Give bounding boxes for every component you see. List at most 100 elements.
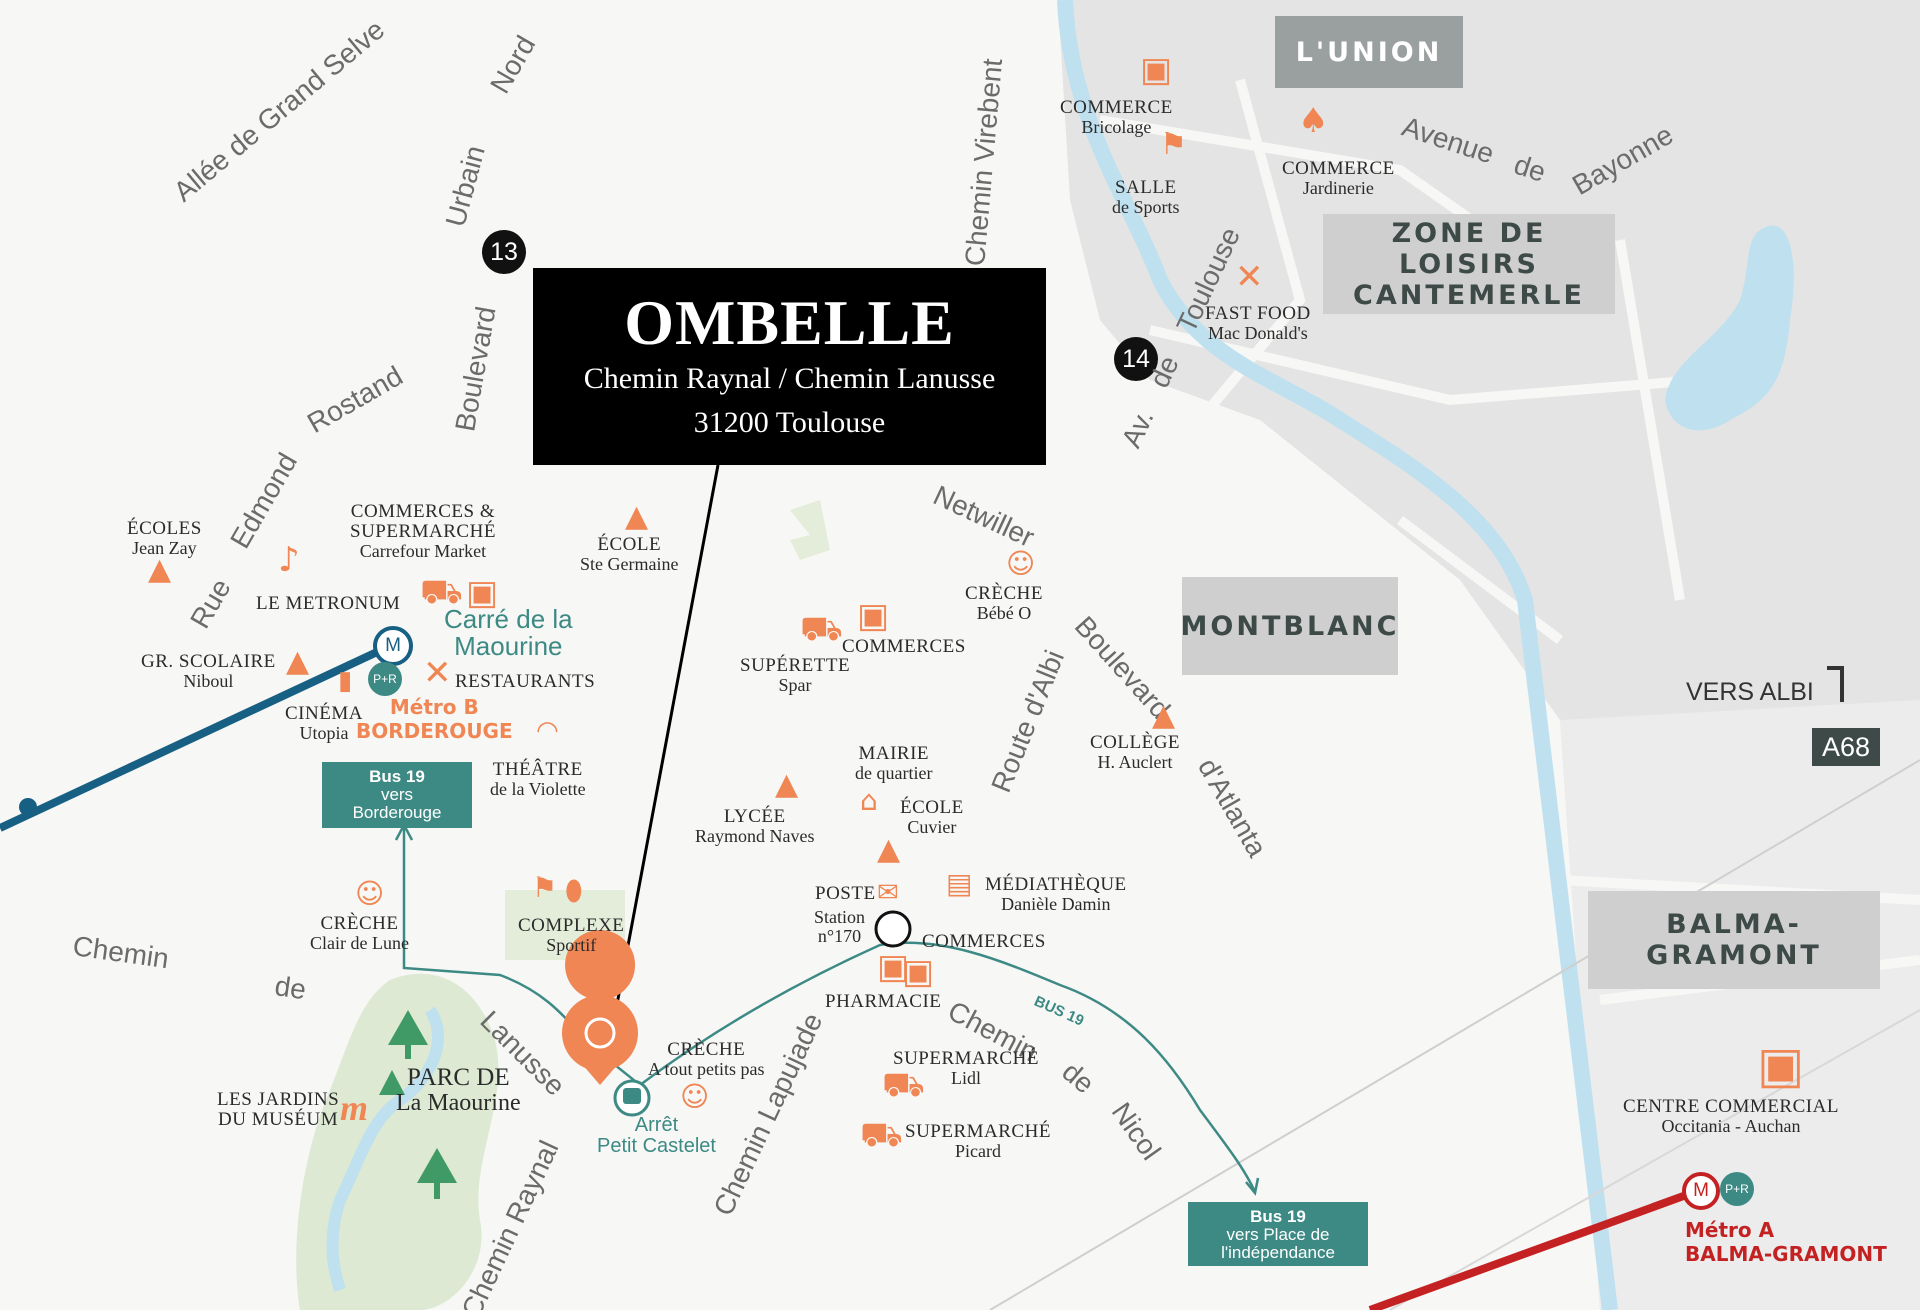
- cart-icon: ⛟: [420, 572, 463, 612]
- a68-badge: A68: [1812, 728, 1880, 766]
- poi-commerces-low: COMMERCES: [922, 931, 1046, 952]
- pointer-line: [613, 464, 720, 1016]
- shopping-bag-icon: ▣: [1140, 50, 1173, 90]
- river: [1057, 0, 1618, 1310]
- restaurant-icon: ✕: [423, 653, 452, 693]
- rugby-ball-icon: ⬮: [565, 874, 583, 907]
- urban-zone-bottom: [1560, 700, 1920, 1310]
- zone-balma-gramont: BALMA-GRAMONT: [1588, 891, 1880, 989]
- school-icon: ▲: [877, 832, 901, 867]
- cart-icon: ⛟: [882, 1065, 925, 1105]
- zone-balma-gramont-label: BALMA-GRAMONT: [1646, 909, 1822, 971]
- restaurant-icon: ✕: [1235, 257, 1264, 297]
- town-hall-icon: ⌂: [860, 784, 878, 817]
- road-number-14: 14: [1114, 337, 1158, 381]
- school-icon: ▲: [148, 552, 172, 587]
- park-ride-badge-b: P+R: [368, 662, 402, 696]
- zone-montblanc: MONTBLANC: [1180, 577, 1400, 675]
- zone-cantemerle-label-2: CANTEMERLE: [1353, 279, 1585, 311]
- zone-lunion: L'UNION: [1275, 16, 1463, 88]
- shopping-bag-icon: ▣: [466, 573, 499, 613]
- lake: [1665, 225, 1794, 431]
- child-icon: ☺: [680, 1080, 710, 1113]
- poi-poste: POSTE: [815, 883, 876, 904]
- school-icon: ▲: [1152, 698, 1176, 733]
- vers-albi-label: VERS ALBI: [1686, 678, 1814, 706]
- cart-icon: ⛟: [800, 609, 843, 649]
- park: [296, 973, 499, 1310]
- metro-b-badge: M: [373, 626, 413, 666]
- poi-restaurants: RESTAURANTS: [455, 671, 596, 692]
- poi-pharmacie: PHARMACIE: [825, 991, 942, 1012]
- street-de-left: de: [272, 970, 309, 1006]
- tree-icon: ♠: [1298, 101, 1329, 141]
- metro-b-line: [0, 641, 394, 832]
- child-icon: ☺: [1006, 547, 1036, 580]
- cinema-icon: ▮: [338, 666, 353, 696]
- museum-logo-icon: m: [340, 1088, 369, 1128]
- music-icon: ♪: [278, 540, 300, 580]
- school-icon: ▲: [625, 499, 649, 534]
- ombelle-name: OMBELLE: [624, 287, 955, 358]
- sports-icon: ⚑: [1160, 127, 1187, 162]
- ombelle-marker: [565, 930, 636, 1000]
- sports-icon: ⚑: [532, 871, 558, 904]
- book-icon: ▤: [946, 867, 973, 900]
- school-icon: ▲: [286, 644, 310, 679]
- vers-albi-arrow-icon: [1827, 666, 1844, 702]
- railway: [989, 759, 1920, 1310]
- metro-a-line: [1368, 1186, 1702, 1310]
- poi-le-metronum: LE METRONUM: [256, 593, 401, 614]
- tree-icons: [379, 1010, 457, 1199]
- ombelle-title-box: OMBELLE Chemin Raynal / Chemin Lanusse 3…: [533, 268, 1046, 465]
- mail-icon: ✉: [877, 878, 899, 908]
- road-number-13: 13: [482, 230, 526, 274]
- shopping-bag-icon: ▣: [902, 952, 935, 992]
- shopping-bag-icon: ▣: [1757, 1036, 1805, 1094]
- zone-montblanc-label: MONTBLANC: [1180, 610, 1400, 642]
- child-icon: ☺: [355, 877, 385, 910]
- ombelle-address-street: Chemin Raynal / Chemin Lanusse: [583, 362, 996, 395]
- poi-commerces-mid: COMMERCES: [842, 636, 966, 657]
- shopping-bag-icon: ▣: [877, 947, 910, 987]
- ombelle-address-city: 31200 Toulouse: [693, 406, 886, 439]
- theatre-icon: ◠: [536, 716, 559, 746]
- bike-station-icon: [874, 910, 912, 948]
- park-ride-badge-a: P+R: [1720, 1172, 1754, 1206]
- metro-a-badge: M: [1682, 1172, 1720, 1210]
- cart-icon: ⛟: [860, 1115, 903, 1155]
